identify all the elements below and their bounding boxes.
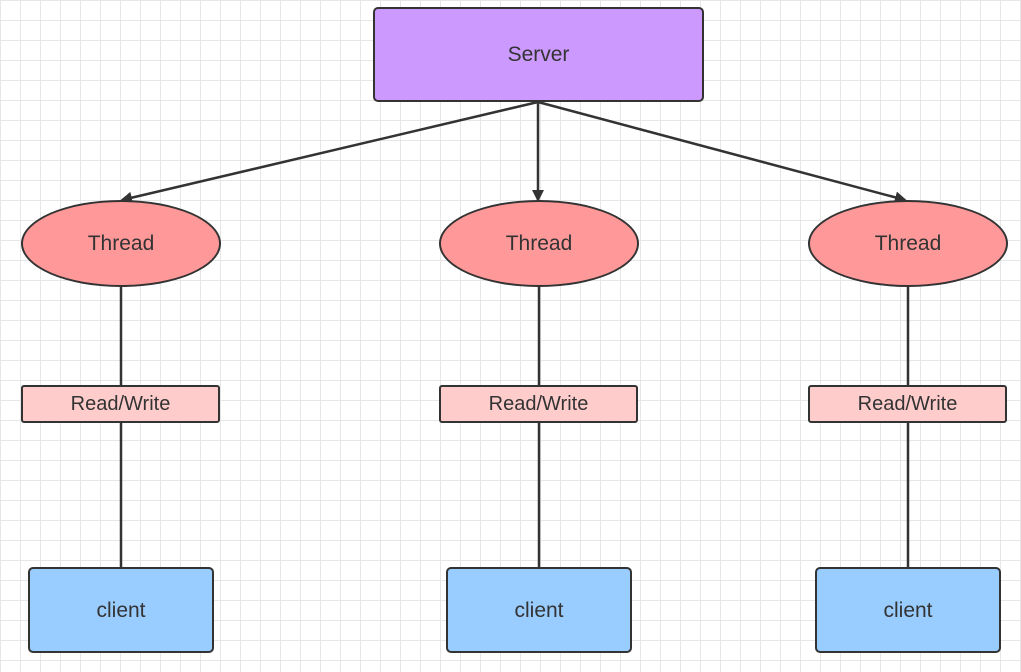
client-node-2: client	[446, 567, 632, 653]
read-write-label-1: Read/Write	[21, 385, 220, 423]
thread-node-3: Thread	[808, 200, 1008, 287]
client-node-3: client	[815, 567, 1001, 653]
thread-node-1: Thread	[21, 200, 221, 287]
thread-node-2: Thread	[439, 200, 639, 287]
read-write-label-3: Read/Write	[808, 385, 1007, 423]
server-node: Server	[373, 7, 704, 102]
read-write-label-2: Read/Write	[439, 385, 638, 423]
arrow-server-to-thread-3	[537, 100, 907, 204]
arrow-server-to-thread-1	[120, 100, 539, 204]
client-node-1: client	[28, 567, 214, 653]
